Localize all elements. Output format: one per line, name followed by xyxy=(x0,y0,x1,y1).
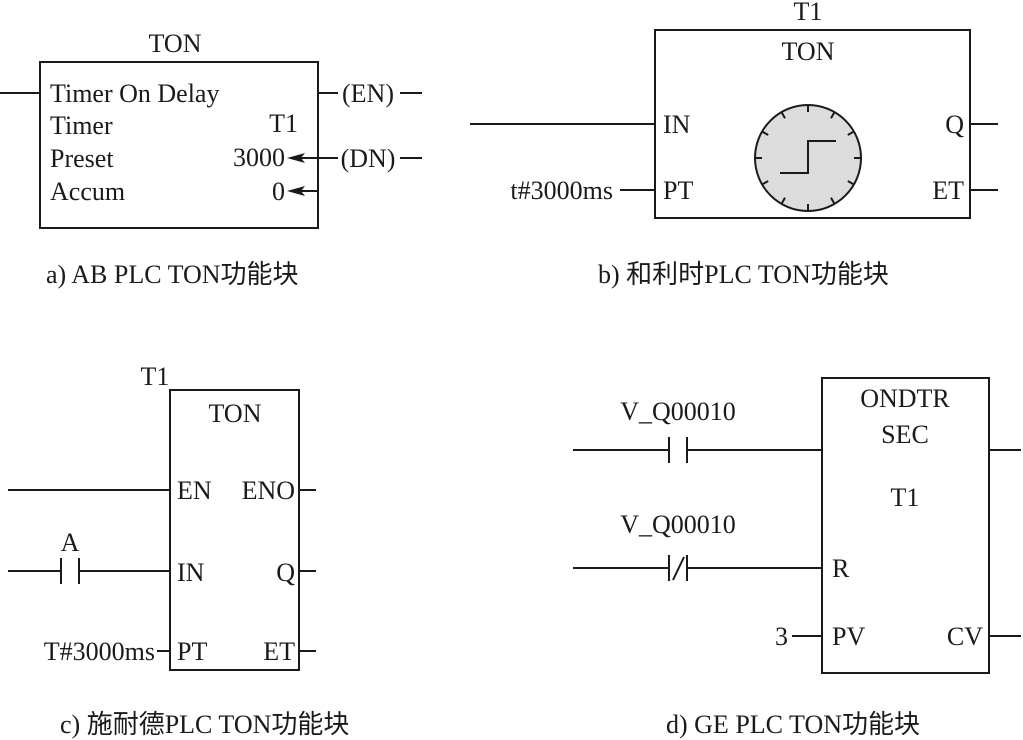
timer-clock-tick xyxy=(761,130,769,136)
panel-b-block-title: TON xyxy=(782,37,835,66)
panel-d-instance-name: T1 xyxy=(891,483,920,512)
panel-c-et-pin: ET xyxy=(263,637,295,666)
timer-clock-tick xyxy=(780,111,786,119)
panel-a-accum-label: Accum xyxy=(50,177,125,206)
timer-clock-tick xyxy=(761,180,769,186)
panel-a-caption: a) AB PLC TON功能块 xyxy=(46,260,299,289)
panel-a-preset-label: Preset xyxy=(50,144,114,173)
panel-c-instance-name: T1 xyxy=(141,362,170,391)
panel-c-pt-value: T#3000ms xyxy=(44,637,155,666)
panel-d-block xyxy=(821,377,990,674)
panel-d-r-pin: R xyxy=(832,554,850,583)
panel-d-contact-nc-label: V_Q00010 xyxy=(620,510,736,539)
timer-clock-tick xyxy=(780,197,786,205)
panel-b-et-pin: ET xyxy=(932,176,964,205)
panel-c-contact-label: A xyxy=(61,528,80,557)
panel-d-caption: d) GE PLC TON功能块 xyxy=(666,710,920,739)
panel-b-caption: b) 和利时PLC TON功能块 xyxy=(598,260,889,289)
panel-a-title-row: Timer On Delay xyxy=(50,79,219,108)
panel-a-accum-arrow xyxy=(287,186,305,196)
timer-clock-ticks xyxy=(755,105,861,211)
panel-b-pt-value: t#3000ms xyxy=(510,176,613,205)
panel-d-pv-value: 3 xyxy=(775,622,788,651)
panel-a-accum-value: 0 xyxy=(272,177,285,206)
panel-a-preset-value: 3000 xyxy=(233,143,285,172)
panel-a-dn-coil: (DN) xyxy=(341,144,396,173)
panel-c-en-pin: EN xyxy=(177,476,212,505)
panel-d-cv-pin: CV xyxy=(947,622,983,651)
panel-c-block xyxy=(169,389,300,671)
panel-a-timer-label: Timer xyxy=(50,111,113,140)
timer-clock-tick xyxy=(847,180,855,186)
panel-b-instance-name: T1 xyxy=(794,0,823,26)
timer-clock-icon xyxy=(754,104,862,212)
timer-clock-tick xyxy=(830,197,836,205)
panel-c-schneider-plc: T1 TON EN ENO A IN Q T#3000ms PT ET c) 施… xyxy=(8,362,349,739)
panel-a-timer-value: T1 xyxy=(269,109,298,138)
panel-d-block-title-1: ONDTR xyxy=(860,384,950,413)
panel-b-q-pin: Q xyxy=(945,110,964,139)
panel-c-eno-pin: ENO xyxy=(242,476,295,505)
timer-clock-tick xyxy=(847,130,855,136)
panel-c-pt-pin: PT xyxy=(177,637,207,666)
panel-b-hollysys-plc: T1 TON IN t#3000ms PT Q ET b) 和利时PLC TON… xyxy=(470,0,998,289)
panel-b-in-pin: IN xyxy=(663,110,691,139)
panel-c-in-pin: IN xyxy=(177,558,205,587)
panel-a-block xyxy=(39,61,319,229)
panel-a-preset-arrow xyxy=(287,153,305,163)
timer-clock-tick xyxy=(830,111,836,119)
panel-c-caption: c) 施耐德PLC TON功能块 xyxy=(60,710,349,739)
panel-c-q-pin: Q xyxy=(276,558,295,587)
panel-c-block-title: TON xyxy=(209,399,262,428)
panel-d-ge-plc: ONDTR SEC T1 V_Q00010 V_Q00010 R 3 PV CV… xyxy=(573,377,1021,739)
panel-d-block-title-2: SEC xyxy=(881,420,929,449)
panel-d-nc-slash xyxy=(672,556,685,581)
panel-a-block-title: TON xyxy=(149,29,202,58)
panel-d-pv-pin: PV xyxy=(832,622,865,651)
panel-a-ab-plc: TON Timer On Delay Timer T1 Preset 3000 … xyxy=(0,29,422,289)
timer-step-signal xyxy=(780,140,836,174)
panel-d-contact-no-label: V_Q00010 xyxy=(620,397,736,426)
panel-a-en-coil: (EN) xyxy=(342,79,394,108)
panel-b-pt-pin: PT xyxy=(663,176,693,205)
